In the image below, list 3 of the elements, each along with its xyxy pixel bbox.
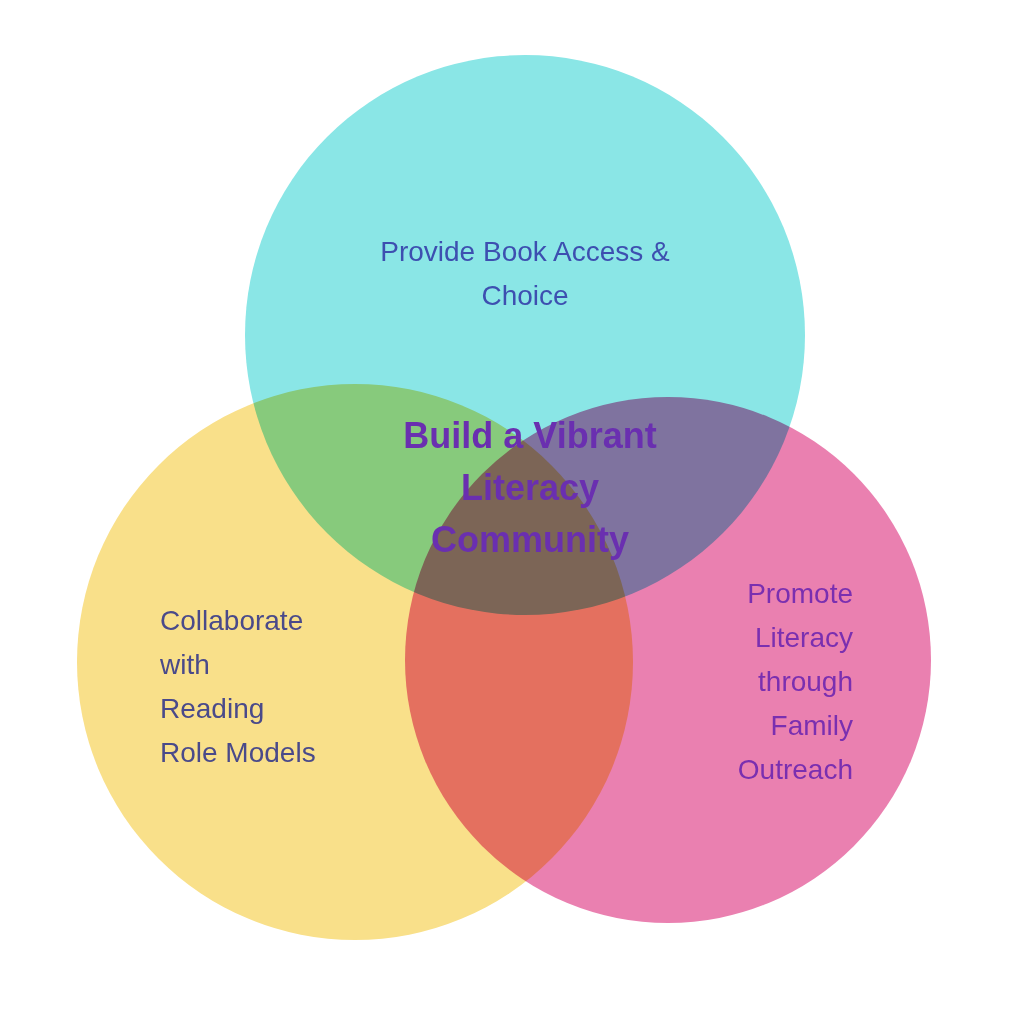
- circle-label: Provide Book Access & Choice: [379, 235, 671, 313]
- circle-label: Promote Literacy through Family Outreach: [736, 577, 853, 787]
- circle-label: Collaborate with Reading Role Models: [160, 604, 317, 770]
